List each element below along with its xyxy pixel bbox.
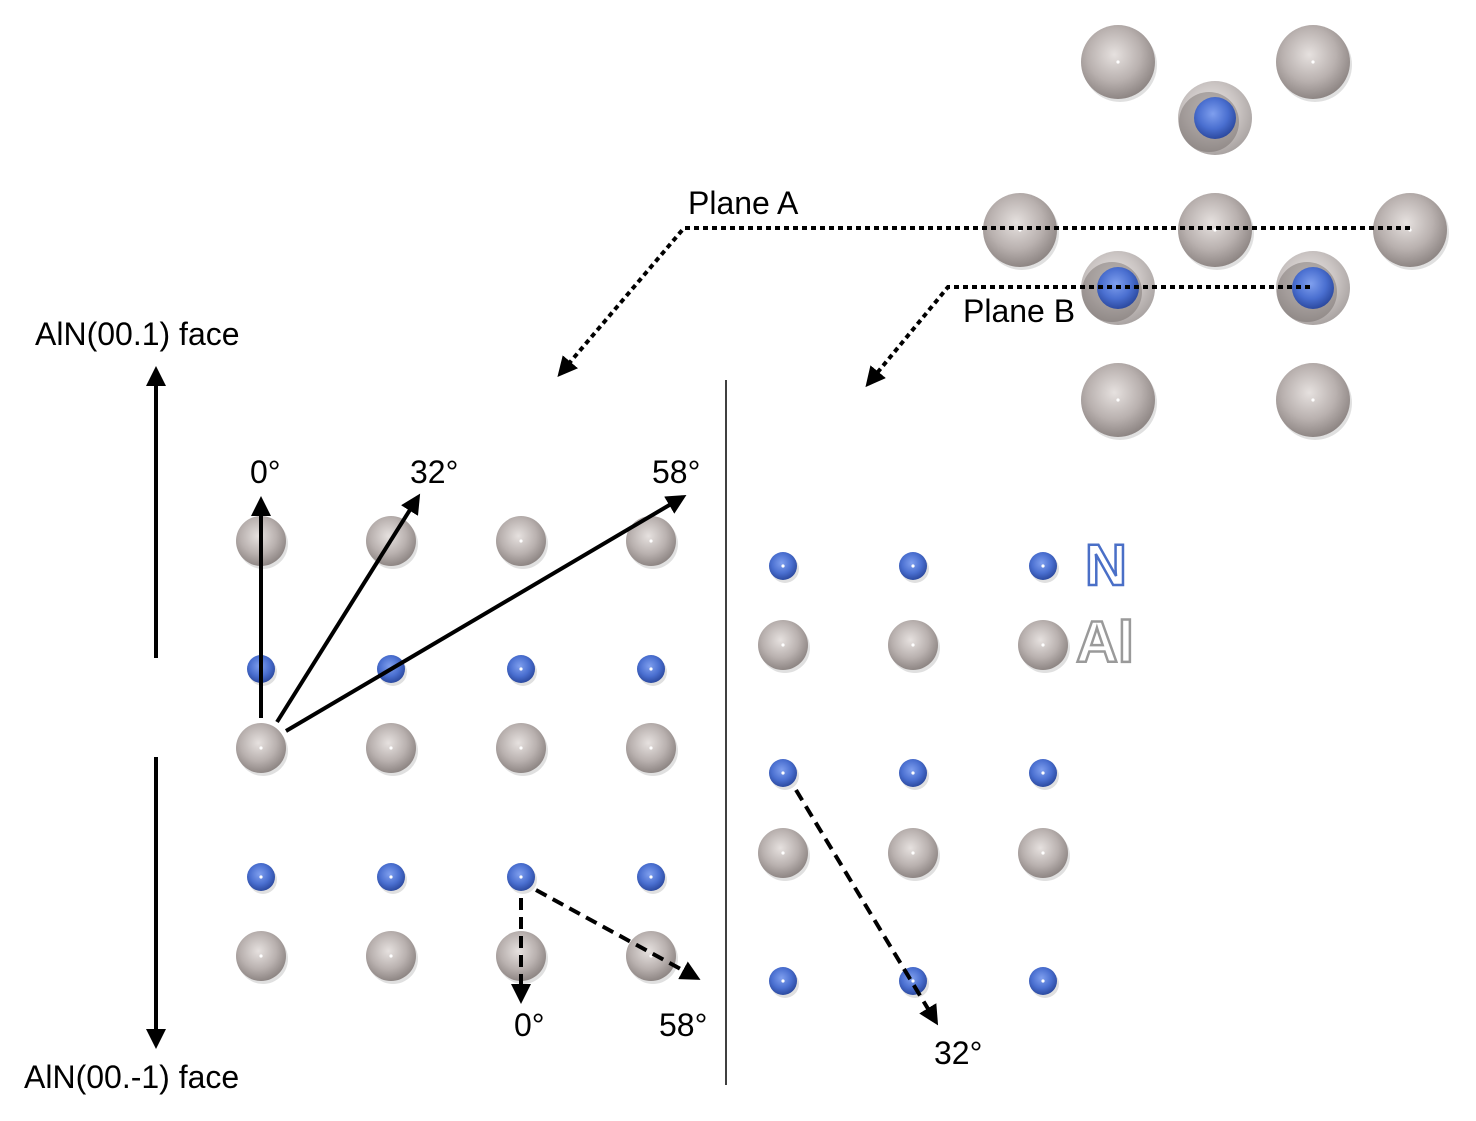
al-atom	[236, 723, 288, 776]
angle-58-bottom-label: 58°	[659, 1007, 707, 1043]
n-atom	[247, 863, 277, 894]
al-atom	[1081, 25, 1157, 102]
al-atom	[626, 516, 678, 569]
face-top-label: AlN(00.1) face	[35, 316, 240, 352]
al-atom	[626, 931, 678, 984]
direction-arrows	[146, 226, 1410, 1049]
n-atom	[899, 759, 929, 790]
al-atom	[1276, 25, 1352, 102]
al-atom	[366, 723, 418, 776]
n-atom	[769, 552, 799, 583]
al-atom	[496, 516, 548, 569]
n-atom	[1029, 759, 1059, 790]
n-atom	[637, 863, 667, 894]
al-atom	[758, 828, 810, 881]
al-atom	[1178, 193, 1254, 270]
n-atom	[637, 655, 667, 686]
al-atom	[236, 931, 288, 984]
top-view-projection	[983, 25, 1449, 440]
arrow-58-bottom	[535, 888, 701, 980]
angle-0-top-label: 0°	[250, 454, 281, 490]
right-lattice-side-view	[758, 552, 1070, 998]
n-atom	[1029, 967, 1059, 998]
n-atom	[1029, 552, 1059, 583]
al-atom	[983, 193, 1059, 270]
n-atom	[899, 552, 929, 583]
al-atom	[1018, 620, 1070, 673]
face-bottom-label: AlN(00.-1) face	[24, 1059, 239, 1095]
al-atom	[1276, 363, 1352, 440]
plane-a-label: Plane A	[688, 185, 799, 221]
al-atom	[888, 828, 940, 881]
stacked-al-n-atom	[1178, 81, 1252, 155]
n-atom	[769, 759, 799, 790]
al-atom	[758, 620, 810, 673]
n-atom	[769, 967, 799, 998]
angle-32-top-label: 32°	[410, 454, 458, 490]
n-atom	[377, 863, 407, 894]
al-atom	[496, 723, 548, 776]
angle-32-right-label: 32°	[934, 1035, 982, 1071]
legend-n-label: N	[1085, 533, 1127, 598]
arrow-32-top	[275, 493, 421, 724]
plane-b-label: Plane B	[963, 293, 1075, 329]
al-atom	[1018, 828, 1070, 881]
angle-58-top-label: 58°	[652, 454, 700, 490]
arrow-32-right	[794, 788, 939, 1026]
angle-0-bottom-label: 0°	[514, 1007, 545, 1043]
arrow-58-top	[284, 494, 687, 733]
al-atom	[626, 723, 678, 776]
n-atom	[507, 863, 537, 894]
stacked-al-n-atom	[1276, 251, 1350, 325]
left-lattice-side-view	[236, 516, 678, 984]
al-atom	[1081, 363, 1157, 440]
al-atom	[366, 516, 418, 569]
al-atom	[1373, 193, 1449, 270]
legend-al-label: Al	[1076, 610, 1134, 675]
plane-b-line	[865, 285, 1310, 388]
al-atom	[888, 620, 940, 673]
n-atom	[507, 655, 537, 686]
al-atom	[366, 931, 418, 984]
